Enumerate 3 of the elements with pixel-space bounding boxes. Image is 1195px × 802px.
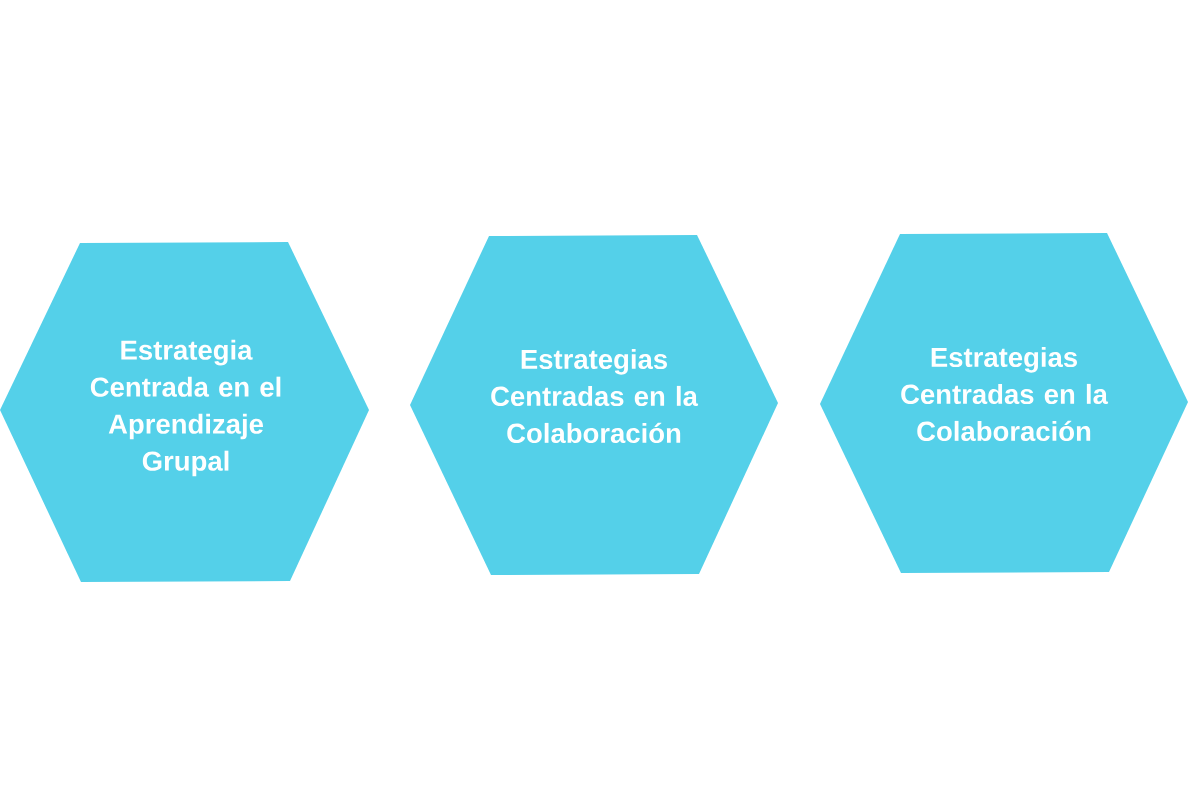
hexagon: Estrategias Centradas en la Colaboración: [410, 235, 778, 575]
hexagon: Estrategias Centradas en la Colaboración: [820, 233, 1188, 573]
hexagon: Estrategia Centrada en el Aprendizaje Grupal: [0, 242, 369, 582]
